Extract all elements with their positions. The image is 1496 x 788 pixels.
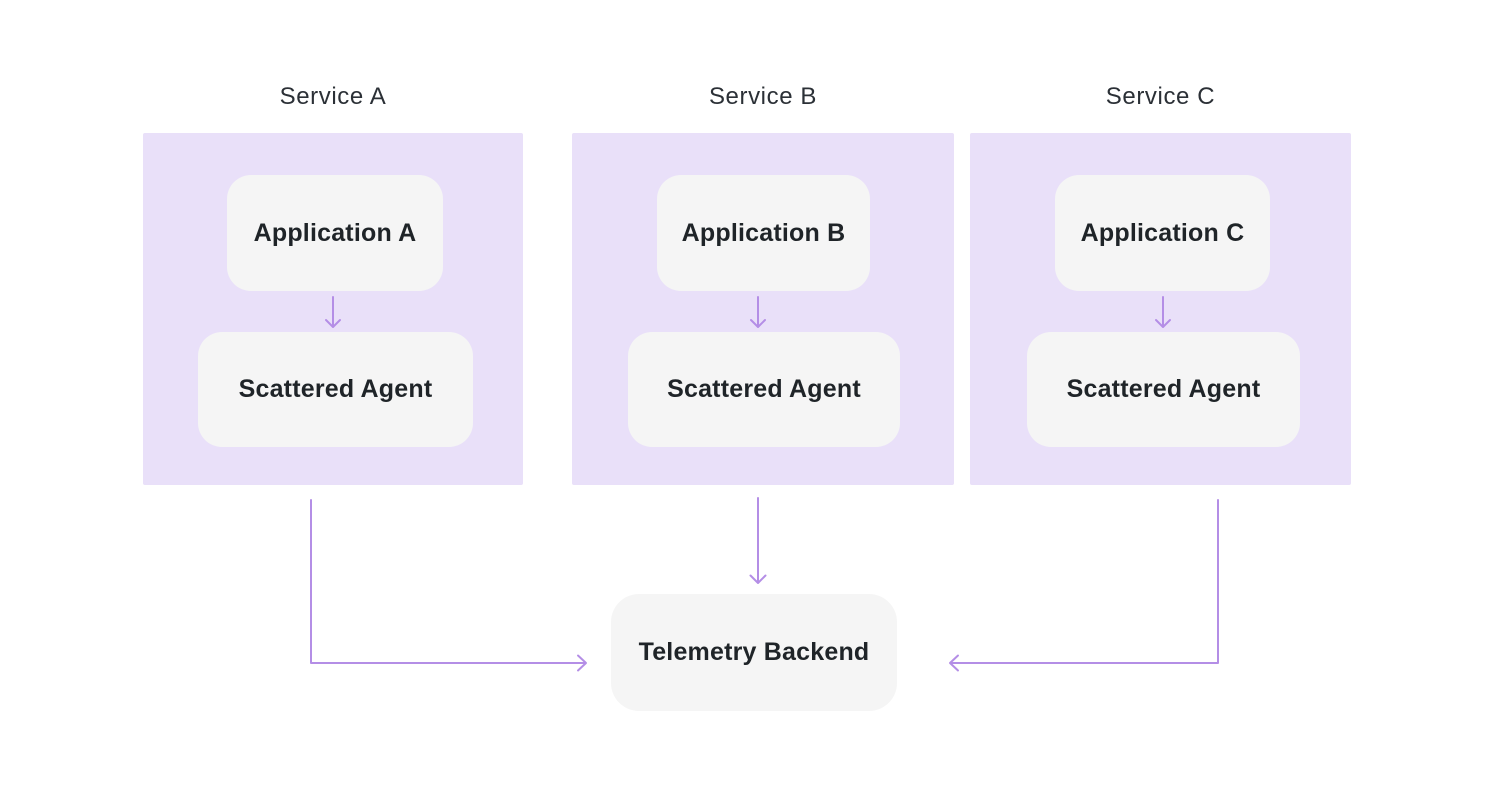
scattered-agent-b-node: Scattered Agent: [628, 332, 900, 447]
service-a-container: Application A Scattered Agent: [143, 133, 523, 485]
telemetry-backend-node: Telemetry Backend: [611, 594, 897, 711]
scattered-agent-c-node: Scattered Agent: [1027, 332, 1300, 447]
scattered-agent-a-node: Scattered Agent: [198, 332, 473, 447]
application-b-node: Application B: [657, 175, 870, 291]
service-b-container: Application B Scattered Agent: [572, 133, 954, 485]
arrow-service-a-to-backend: [310, 499, 587, 672]
service-c-title: Service C: [1105, 83, 1216, 110]
arrow-service-c-to-backend: [949, 499, 1219, 672]
service-b-title: Service B: [708, 83, 818, 110]
service-a-title: Service A: [279, 83, 387, 110]
service-c-container: Application C Scattered Agent: [970, 133, 1351, 485]
application-a-node: Application A: [227, 175, 443, 291]
arrow-service-b-to-backend: [749, 497, 767, 584]
application-c-node: Application C: [1055, 175, 1270, 291]
